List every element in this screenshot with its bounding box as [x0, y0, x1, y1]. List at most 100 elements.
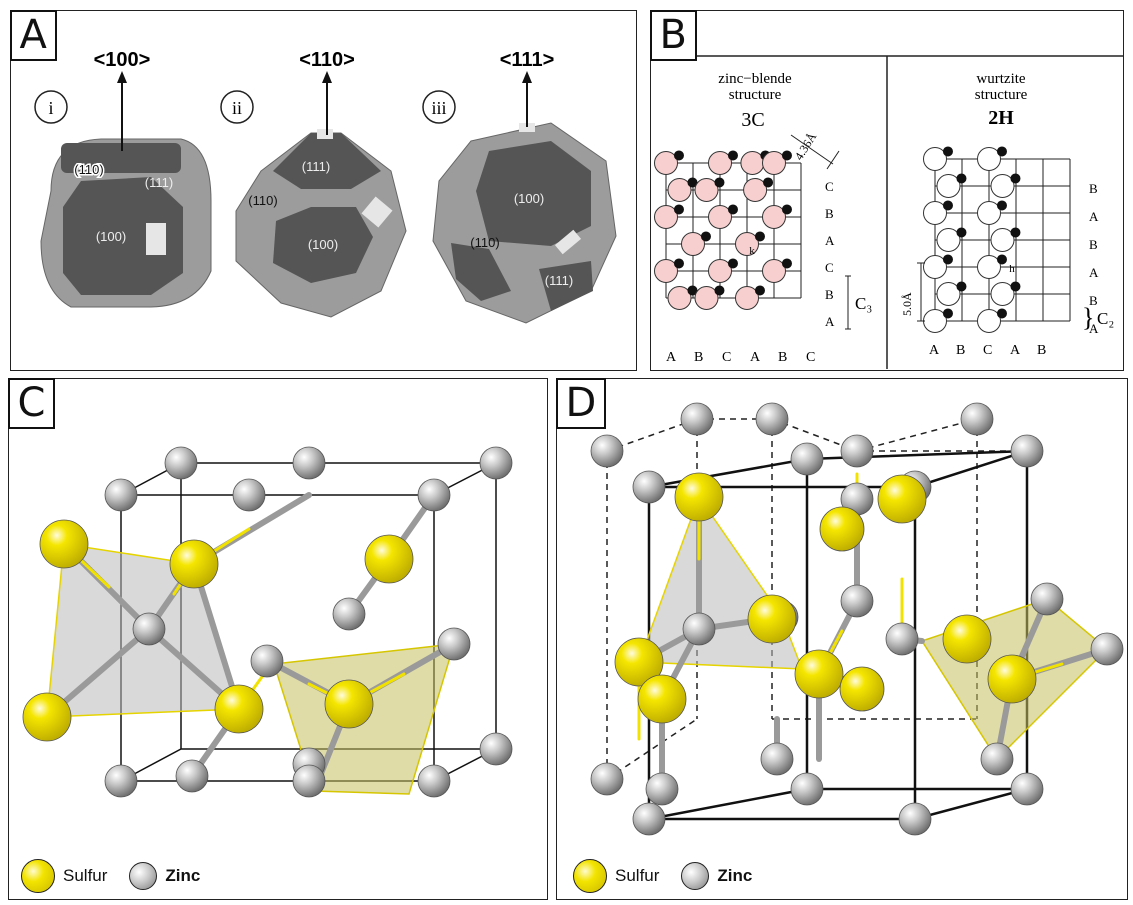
crystal-ii-numeral: ii: [232, 98, 242, 118]
wurtzite-large-atom: [923, 201, 947, 225]
zincblende-small-atom: [673, 258, 684, 269]
crystal-iii-face-2: (110): [470, 235, 499, 250]
zinc-atom: [790, 772, 824, 806]
zincblende-small-atom: [754, 231, 765, 242]
sulfur-swatch-icon: [21, 859, 55, 893]
wurtzite-bottom-label: C: [983, 343, 992, 358]
wurtzite-bottom-label: A: [929, 343, 940, 358]
panel-a-letter: A: [9, 9, 57, 61]
zinc-atom: [175, 759, 209, 793]
zincblende-small-atom: [781, 258, 792, 269]
wurtzite-lattice: [923, 146, 1071, 333]
zinc-atom: [332, 597, 366, 631]
panel-c: Sulfur Zinc C: [7, 377, 548, 900]
sulfur-atom: [674, 472, 724, 522]
zinc-atom: [292, 764, 326, 798]
crystal-i-face-3: (100): [96, 229, 126, 244]
zinc-atom: [1030, 582, 1064, 616]
panel-a: i <100> (110) (111) (100) ii <110> (111): [9, 9, 637, 371]
zinc-atom: [960, 402, 994, 436]
panel-b-letter: B: [649, 9, 697, 61]
crystal-iii-direction: <111>: [500, 49, 555, 71]
wurtzite-small-atom: [942, 146, 953, 157]
zincblende-atoms: [22, 446, 513, 798]
sulfur-atom: [169, 539, 219, 589]
wurtzite-small-atom: [942, 308, 953, 319]
wurtzite-large-atom: [977, 255, 1001, 279]
zinc-atom: [437, 627, 471, 661]
crystal-iii-numeral: iii: [431, 98, 446, 118]
zincblende-small-atom: [714, 177, 725, 188]
sulfur-atom: [942, 614, 992, 664]
zinc-atom: [417, 764, 451, 798]
zincblende-title-line2: structure: [729, 87, 782, 103]
wurtzite-large-atom: [977, 309, 1001, 333]
crystal-ii: ii <110> (111) (110) (100): [220, 49, 407, 318]
crystal-i-numeral: i: [48, 98, 53, 118]
sulfur-atom: [987, 654, 1037, 704]
zincblende-large-atom: [654, 259, 678, 283]
zinc-atom: [632, 802, 666, 836]
crystal-i-face-1: (110): [74, 162, 103, 177]
wurtzite-small-atom: [956, 173, 967, 184]
zincblende-large-atom: [708, 259, 732, 283]
wurtzite-period-label: C₂: [1097, 309, 1114, 328]
wurtzite-small-atom: [996, 200, 1007, 211]
zinc-atom: [980, 742, 1014, 776]
zincblende-small-atom: [727, 204, 738, 215]
wurtzite-large-atom: [923, 255, 947, 279]
zinc-atom: [840, 434, 874, 468]
zincblende-bottom-label: A: [666, 350, 677, 365]
zinc-atom: [885, 622, 919, 656]
wurtzite-small-atom: [942, 200, 953, 211]
legend-sulfur-label: Sulfur: [63, 866, 108, 885]
zincblende-large-atom: [762, 259, 786, 283]
zincblende-large-atom: [681, 232, 705, 256]
zincblende-unit-cell: [22, 446, 513, 798]
wurtzite-small-atom: [942, 254, 953, 265]
zinc-atom: [417, 478, 451, 512]
zincblende-small-atom: [727, 150, 738, 161]
zincblende-large-atom: [708, 205, 732, 229]
zinc-atom: [840, 584, 874, 618]
zincblende-lattice: [654, 150, 802, 310]
sulfur-atom: [39, 519, 89, 569]
sulfur-atom: [637, 674, 687, 724]
zincblende-bottom-label: B: [694, 350, 703, 365]
zinc-swatch-icon: [681, 862, 710, 890]
zincblende-small-atom: [687, 285, 698, 296]
panel-d-legend: Sulfur Zinc: [573, 859, 752, 893]
zinc-atom: [590, 434, 624, 468]
panel-d-letter: D: [555, 377, 607, 429]
crystal-ii-face-1: (111): [302, 159, 330, 174]
zincblende-large-atom: [735, 286, 759, 310]
wurtzite-small-atom: [1010, 281, 1021, 292]
wurtzite-large-atom: [936, 228, 961, 252]
zincblende-small-atom: [714, 285, 725, 296]
crystal-i-direction: <100>: [94, 49, 151, 71]
zinc-atom: [760, 742, 794, 776]
zincblende-large-atom: [694, 178, 719, 202]
wurtzite-stack-label: A: [1089, 321, 1099, 336]
zinc-atom: [292, 446, 326, 480]
zincblende-large-atom: [762, 205, 786, 229]
zincblende-bottom-label: A: [750, 350, 761, 365]
zinc-atom: [1090, 632, 1124, 666]
wurtzite-stack-label: A: [1089, 209, 1099, 224]
zincblende-large-atom: [762, 151, 786, 175]
nanocrystal-shapes: i <100> (110) (111) (100) ii <110> (111): [34, 49, 617, 324]
zincblende-large-atom: [667, 286, 692, 310]
wurtzite-title-line1: wurtzite: [976, 71, 1025, 87]
zinc-atom: [682, 612, 716, 646]
zincblende-section: zinc−blende structure 3C 4.36Å k CBACBA …: [654, 71, 872, 365]
wurtzite-small-atom: [1010, 227, 1021, 238]
wurtzite-atoms: [590, 402, 1124, 836]
panel-c-legend: Sulfur Zinc: [21, 859, 200, 893]
sulfur-swatch-icon: [573, 859, 607, 893]
zincblende-large-atom: [735, 232, 759, 256]
zinc-atom: [632, 470, 666, 504]
